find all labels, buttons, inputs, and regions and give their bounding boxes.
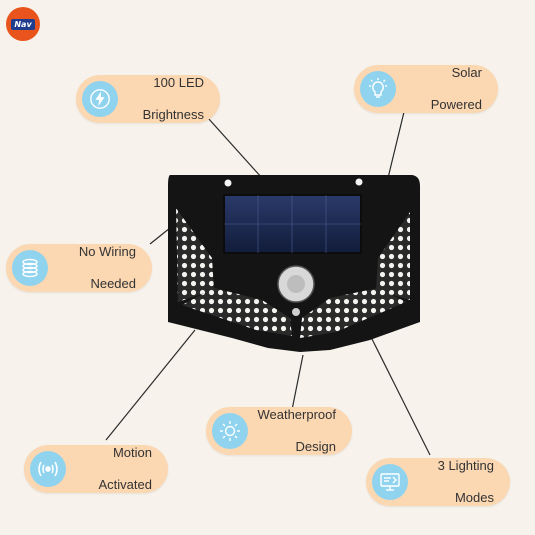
sun-icon: [212, 413, 248, 449]
led-array-left-side: [176, 208, 214, 302]
light-sensor: [292, 308, 300, 316]
feature-line2: Needed: [90, 276, 136, 291]
coil-icon: [12, 250, 48, 286]
feature-line1: 100 LED: [153, 75, 204, 90]
feature-line2: Activated: [98, 477, 152, 492]
brand-logo-text: Nav: [11, 18, 35, 30]
mount-hole-right: [355, 178, 363, 186]
feature-led-brightness: 100 LED Brightness: [76, 75, 220, 123]
feature-line1: Motion: [112, 445, 152, 460]
feature-line1: Solar: [451, 65, 482, 80]
feature-no-wiring: No Wiring Needed: [6, 244, 152, 292]
feature-line2: Modes: [454, 490, 494, 505]
feature-line1: 3 Lighting: [437, 458, 494, 473]
feature-lighting-modes: 3 Lighting Modes: [366, 458, 510, 506]
led-array-right-side: [376, 212, 410, 300]
feature-line2: Brightness: [142, 107, 204, 122]
monitor-icon: [372, 464, 408, 500]
feature-line2: Design: [295, 439, 336, 454]
led-array-left-front: [182, 288, 292, 336]
feature-solar-powered: Solar Powered: [354, 65, 498, 113]
brand-logo[interactable]: Nav: [6, 7, 40, 41]
lightbulb-icon: [360, 71, 396, 107]
feature-line2: Powered: [430, 97, 482, 112]
feature-line1: Weatherproof: [257, 407, 336, 422]
feature-weatherproof: Weatherproof Design: [206, 407, 352, 455]
motion-sensor-icon: [30, 451, 66, 487]
feature-motion-activated: Motion Activated: [24, 445, 168, 493]
mount-hole-left: [224, 179, 232, 187]
feature-line1: No Wiring: [78, 244, 136, 259]
led-array-right-front: [300, 288, 406, 338]
lightning-icon: [82, 81, 118, 117]
